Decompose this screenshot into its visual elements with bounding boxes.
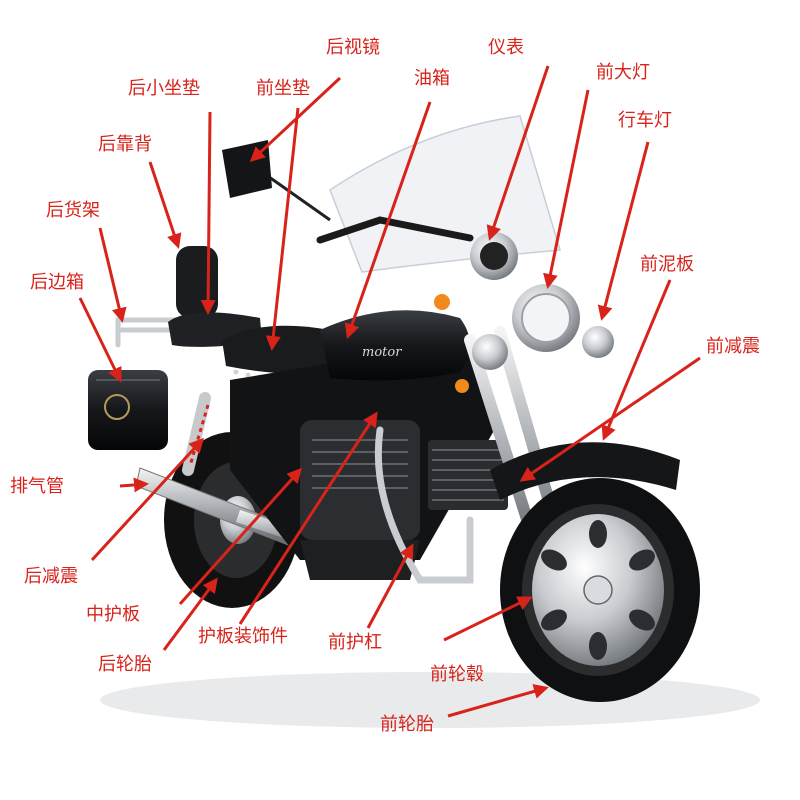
front-fender (490, 442, 680, 500)
arrow-rear-shock (90, 437, 205, 562)
arrow-fuel-tank (344, 101, 432, 339)
arrow-guard-trim (238, 411, 378, 625)
windshield (329, 115, 561, 273)
label-running-light: 行车灯 (618, 110, 672, 131)
mirror (222, 140, 331, 222)
side-box (88, 370, 168, 450)
turn-signal (455, 379, 469, 393)
annotation-arrows (78, 65, 701, 718)
turn-signal (434, 294, 450, 310)
label-headlight: 前大灯 (596, 62, 650, 83)
arrow-rear-seat (200, 111, 216, 315)
arrow-front-seat (265, 107, 300, 351)
label-side-box: 后边箱 (30, 272, 84, 293)
label-front-shock: 前减震 (706, 336, 760, 357)
instrument (470, 232, 518, 280)
arrow-side-box (78, 297, 122, 383)
arrow-front-hub (443, 596, 533, 642)
arrow-front-tire (447, 684, 549, 718)
running-lights (472, 326, 614, 370)
arrow-running-light (597, 141, 650, 321)
label-mid-guard: 中护板 (86, 604, 140, 625)
arrow-rear-rack (98, 227, 127, 323)
label-backrest: 后靠背 (98, 134, 152, 155)
label-rear-tire: 后轮胎 (98, 654, 152, 675)
label-rear-rack: 后货架 (46, 200, 100, 221)
arrow-instrument (486, 65, 550, 241)
headlight (512, 284, 580, 352)
front-bar (374, 426, 474, 584)
label-front-seat: 前坐垫 (256, 78, 310, 99)
arrow-mid-guard (178, 467, 303, 606)
arrow-front-bar (366, 543, 414, 629)
label-rear-seat: 后小坐垫 (128, 78, 200, 99)
handlebar (316, 216, 474, 244)
label-front-bar: 前护杠 (328, 632, 382, 653)
label-front-tire: 前轮胎 (380, 714, 434, 735)
arrow-rear-tire (162, 577, 218, 651)
backrest (176, 246, 218, 318)
arrow-exhaust (119, 477, 149, 493)
arrow-front-fender (601, 279, 672, 441)
label-instrument: 仪表 (488, 37, 524, 58)
tank-script: motor (362, 345, 402, 360)
arrow-headlight (543, 89, 590, 289)
front-hub (532, 514, 664, 666)
radiator (428, 440, 508, 510)
arrow-front-shock (519, 356, 701, 482)
label-front-fender: 前泥板 (640, 254, 694, 275)
rear-shock (182, 392, 211, 476)
label-guard-trim: 护板装饰件 (198, 626, 288, 647)
label-fuel-tank: 油箱 (414, 68, 450, 89)
label-front-hub: 前轮毂 (430, 664, 484, 685)
label-rear-shock: 后减震 (24, 566, 78, 587)
label-exhaust: 排气管 (10, 476, 64, 497)
arrow-backrest (148, 161, 182, 249)
label-mirror: 后视镜 (326, 37, 380, 58)
mid-guard (300, 540, 420, 580)
